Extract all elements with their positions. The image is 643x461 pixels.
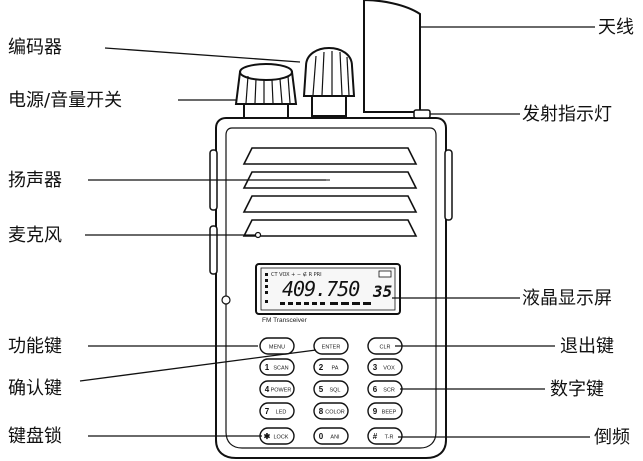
label-reverse: 倒频 [594, 427, 630, 448]
key-led[interactable]: 7 LED [259, 402, 295, 420]
key-vox[interactable]: 3 VOX [367, 358, 403, 376]
key-label: LED [276, 410, 287, 416]
label-tx-indicator: 发射指示灯 [522, 104, 612, 125]
label-exit-key: 退出键 [560, 336, 614, 357]
lcd-channel: 35 [372, 282, 392, 301]
key-label: PA [332, 366, 339, 372]
key-sql[interactable]: 5 SQL [313, 380, 349, 398]
lcd-status-icons: CT VOX + − ∉ R PRI [271, 271, 322, 278]
key-number: ✱ [264, 432, 271, 441]
power-volume-knob [234, 63, 298, 127]
leader-lines [79, 26, 595, 438]
key-label: SQL [329, 388, 340, 394]
key-number: 9 [373, 407, 378, 416]
encoder-knob [302, 47, 356, 117]
label-number-keys: 数字键 [550, 379, 604, 400]
key-label: COLOR [325, 410, 345, 416]
key-ani[interactable]: 0 ANI [313, 427, 349, 445]
key-label: POWER [271, 388, 292, 394]
key-beep[interactable]: 9 BEEP [367, 402, 403, 420]
key-label: LOCK [274, 435, 289, 441]
key-number: # [373, 432, 378, 441]
key-number: 1 [265, 363, 270, 372]
key-label: ENTER [322, 345, 341, 351]
battery-icon [378, 270, 392, 278]
key-number: 6 [373, 385, 378, 394]
label-lcd-display: 液晶显示屏 [522, 288, 612, 309]
label-microphone: 麦克风 [8, 225, 62, 246]
key-label: MENU [269, 345, 285, 351]
microphone-hole [254, 231, 262, 239]
label-power-volume: 电源/音量开关 [8, 90, 122, 111]
key-scr[interactable]: 6 SCR [367, 380, 403, 398]
lcd-display: CT VOX + − ∉ R PRI 409.750 35 [255, 263, 401, 315]
key-label: SCR [383, 388, 395, 394]
key-lock[interactable]: ✱LOCK [259, 427, 295, 445]
label-antenna: 天线 [598, 17, 634, 38]
key-menu[interactable]: MENU [259, 337, 295, 355]
key-label: CLR [379, 345, 390, 351]
key-number: 3 [373, 363, 378, 372]
key-number: 2 [319, 363, 324, 372]
key-pa[interactable]: 2 PA [313, 358, 349, 376]
key-number: 7 [265, 407, 270, 416]
key-t-r[interactable]: # T-R [367, 427, 403, 445]
key-number: 0 [319, 432, 324, 441]
antenna [363, 0, 421, 113]
key-clr[interactable]: CLR [367, 337, 403, 355]
key-number: 5 [319, 385, 324, 394]
key-enter[interactable]: ENTER [313, 337, 349, 355]
key-label: ANI [330, 435, 340, 441]
model-name: FM Transceiver [262, 317, 308, 324]
key-number: 4 [265, 385, 270, 394]
label-function-key: 功能键 [8, 336, 62, 357]
lcd-frequency: 409.750 [282, 277, 360, 301]
key-label: T-R [385, 435, 394, 441]
label-speaker: 扬声器 [8, 170, 62, 191]
key-label: SCAN [273, 366, 288, 372]
speaker-grille [242, 147, 418, 237]
label-keypad-lock: 键盘锁 [8, 426, 62, 447]
key-number: 8 [319, 407, 324, 416]
key-label: BEEP [382, 410, 397, 416]
key-label: VOX [383, 366, 395, 372]
label-confirm-key: 确认键 [8, 378, 62, 399]
label-encoder: 编码器 [8, 37, 62, 58]
